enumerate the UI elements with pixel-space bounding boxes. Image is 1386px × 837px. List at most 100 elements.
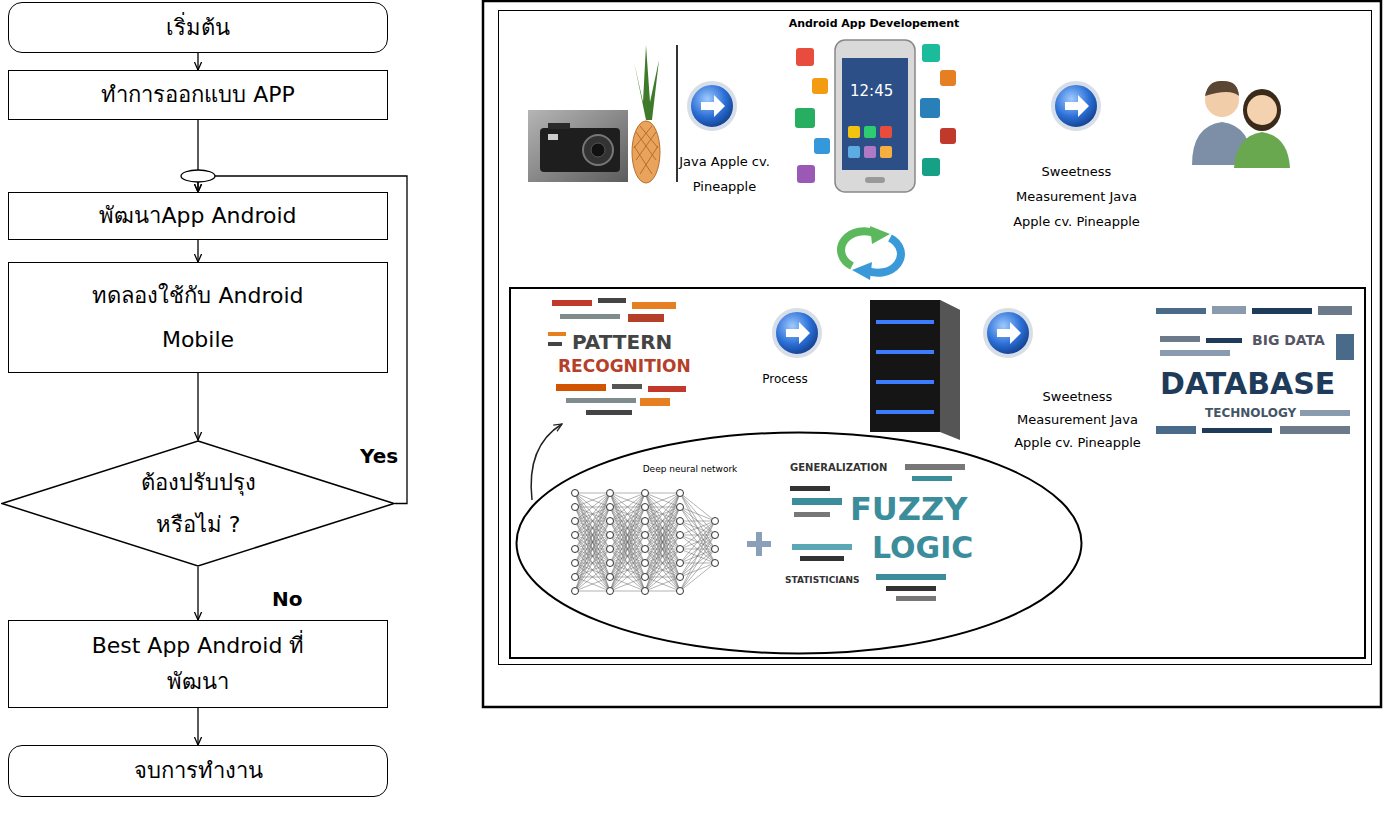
neural-network-figure [645, 535, 680, 591]
android-phone-illustration [814, 138, 830, 154]
end-terminal: จบการทำงาน [8, 745, 388, 797]
neural-network-figure [677, 546, 684, 553]
pattern-recognition-wordcloud [598, 298, 626, 303]
neural-network-figure [645, 493, 680, 577]
neural-network-figure [607, 588, 614, 595]
android-phone-illustration [848, 126, 860, 138]
neural-network-figure [575, 493, 610, 591]
android-phone-illustration [812, 78, 828, 94]
neural-network-figure [575, 493, 610, 494]
android-phone-illustration [797, 165, 815, 183]
flow-arrow [197, 567, 198, 620]
neural-network-figure [645, 577, 680, 591]
wordcloud-word: FUZZY [850, 490, 967, 528]
decision-diamond: ต้องปรับปรุง หรือไม่ ? [1, 440, 395, 567]
pattern-recognition-wordcloud [640, 398, 670, 406]
neural-network-figure [677, 560, 684, 567]
neural-network-figure [645, 535, 680, 591]
neural-network-figure [575, 493, 610, 535]
neural-network-figure [575, 591, 610, 592]
neural-network-figure [610, 493, 645, 507]
wordcloud-word: DATABASE [1160, 366, 1335, 402]
android-phone-illustration [922, 158, 940, 176]
fuzzy-logic-wordcloud [790, 486, 830, 491]
server-illustration [870, 300, 960, 440]
junction-ellipse [181, 170, 215, 182]
database-wordcloud [1202, 428, 1272, 433]
flow-arrow [197, 240, 198, 262]
neural-network-figure [572, 560, 579, 567]
neural-network-figure [680, 507, 715, 521]
server-illustration [876, 380, 934, 384]
neural-network-figure [677, 504, 684, 511]
database-wordcloud [1206, 338, 1242, 343]
neural-network-figure [607, 546, 614, 553]
neural-network-figure [680, 507, 715, 563]
wordcloud-word: LOGIC [872, 530, 973, 566]
flow-arrow [197, 53, 198, 70]
fuzzy-logic-wordcloud [792, 544, 852, 550]
neural-network-figure [645, 493, 680, 591]
fuzzy-logic-wordcloud [794, 512, 830, 517]
pattern-recognition-wordcloud [552, 300, 592, 306]
neural-network-figure [645, 493, 680, 549]
neural-network-figure [610, 507, 645, 591]
cycle-arrows [841, 231, 876, 266]
neural-network-figure [680, 521, 715, 549]
input-caption: Java Apple cv. Pineapple [667, 149, 782, 199]
pattern-recognition-wordcloud [548, 342, 562, 346]
neural-network-figure [607, 574, 614, 581]
camera-photo [548, 123, 570, 129]
neural-network-figure [645, 563, 680, 591]
neural-network-figure [610, 493, 645, 591]
database-wordcloud [1252, 308, 1312, 314]
node-text: Best App Android ที่ พัฒนา [71, 628, 326, 700]
pattern-recognition-wordcloud [586, 410, 632, 415]
camera-photo [528, 110, 628, 182]
pattern-recognition-wordcloud [612, 384, 642, 389]
output-caption: Sweetness Measurement Java Apple cv. Pin… [1000, 385, 1155, 454]
ellipse-outline [517, 433, 1082, 654]
neural-network-figure [680, 521, 715, 522]
process-box: ทำการออกแบบ APP [8, 70, 388, 120]
cycle-arrows [841, 226, 901, 280]
fuzzy-logic-wordcloud [912, 476, 952, 481]
android-phone-illustration [940, 128, 956, 144]
neural-network-figure [607, 504, 614, 511]
neural-network-figure [572, 518, 579, 525]
android-phone-illustration [880, 126, 892, 138]
fuzzy-logic-wordcloud [792, 498, 842, 505]
pineapple-photo [632, 45, 677, 183]
android-phone-illustration [835, 40, 915, 192]
server-illustration [876, 350, 934, 354]
neural-network-figure [610, 493, 645, 577]
neural-network-figure [610, 591, 645, 592]
neural-network-figure [712, 518, 719, 525]
server-illustration [870, 300, 940, 432]
fuzzy-logic-wordcloud [876, 574, 946, 580]
neural-network-figure [645, 521, 680, 591]
pineapple-photo [676, 45, 678, 182]
fuzzy-logic-wordcloud [800, 556, 844, 561]
arrow-icon [1053, 83, 1099, 129]
neural-network-figure [680, 507, 715, 535]
neural-network-figure [680, 521, 715, 535]
database-wordcloud [1300, 410, 1350, 416]
arrow-icon [689, 83, 735, 129]
neural-network-figure [575, 493, 610, 549]
neural-network-figure [610, 493, 645, 577]
figure-title: Android App Developement [774, 17, 974, 31]
neural-network-figure [642, 560, 649, 567]
neural-network-figure [607, 532, 614, 539]
neural-network-figure [680, 521, 715, 563]
fuzzy-logic-wordcloud [886, 586, 936, 591]
neural-network-figure [680, 521, 715, 549]
neural-network-figure [610, 535, 645, 591]
process-box: ทดลองใช้กับ Android Mobile [8, 262, 388, 373]
neural-network-figure [575, 535, 610, 591]
neural-network-figure [645, 549, 680, 591]
neural-network-figure [610, 577, 645, 591]
flow-arrow [197, 373, 198, 440]
neural-network-figure [572, 546, 579, 553]
